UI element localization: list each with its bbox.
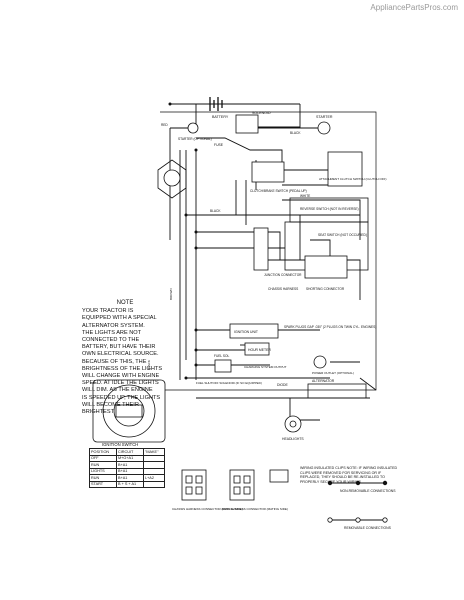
label-black-mid: BLACK (210, 209, 221, 213)
label-battery: BATTERY (212, 115, 229, 119)
label-non-removable: NON-REMOVABLE CONNECTIONS (340, 489, 396, 493)
label-seat-switch: SEAT SWITCH (NOT OCCUPIED) (318, 233, 367, 237)
label-solenoid: SOLENOID (252, 111, 271, 115)
label-starter-opt: STARTER (OPTIONAL) (178, 137, 212, 141)
label-removable: REMOVABLE CONNECTIONS (344, 526, 392, 530)
label-clutch-brake: CLUTCH/BRAKE SWITCH (PEDAL UP) (250, 189, 307, 193)
label-shorting-connector: SHORTING CONNECTOR (306, 287, 345, 291)
label-junction-connector: JUNCTION CONNECTOR (264, 273, 302, 277)
alternator-note: NOTE YOUR TRACTOR IS EQUIPPED WITH A SPE… (82, 300, 168, 416)
note-body: YOUR TRACTOR IS EQUIPPED WITH A SPECIAL … (82, 308, 163, 416)
label-attachment-clutch: ATTACHMENT CLUTCH SWITCH (CLUTCH OFF) (319, 177, 387, 181)
note-title: NOTE (116, 300, 134, 306)
label-fuel-sol: FUEL SOL (214, 354, 230, 358)
table-row: START B + S + A1 (89, 480, 166, 488)
label-white: WHITE (300, 194, 310, 198)
label-black-side: BLACK (147, 360, 151, 370)
label-brown: BROWN (169, 289, 173, 301)
label-headlights: HEADLIGHTS (282, 437, 304, 441)
label-fuse: FUSE (214, 143, 224, 147)
label-ignition-switch: IGNITION SWITCH (102, 442, 138, 447)
label-spark-plugs: SPARK PLUGS GAP .030" (2 PLUGS ON TWIN C… (284, 325, 376, 329)
table-cell (142, 480, 166, 488)
label-charging-system: CHARGING SYSTEM OUTPUT (244, 365, 287, 369)
table-cell: B + S + A1 (115, 480, 144, 488)
label-diode: DIODE (277, 383, 288, 387)
watermark: AppliancePartsPros.com (370, 3, 458, 12)
ignition-switch-table: POSITION CIRCUIT "MAKE" OFF M+G+A1 RUN B… (89, 448, 166, 488)
label-dash-harness-connector: DASH HARNESS CONNECTOR (MATING SIDE) (222, 507, 288, 511)
label-chassis-harness: CHASSIS HARNESS (268, 287, 298, 291)
label-black-top: BLACK (290, 131, 301, 135)
label-ignition-unit: IGNITION UNIT (234, 330, 258, 334)
table-cell: START (89, 480, 117, 488)
label-alternator: ALTERNATOR (312, 379, 335, 383)
label-fuel-solenoid: FUEL SHUTOFF SOLENOID (IF SO EQUIPPED) (196, 381, 262, 385)
label-power-outlet: POWER OUTLET (OPTIONAL) (312, 371, 354, 375)
wiring-clips-note: WIRING INSULATED CLIPS NOTE: IF WIRING I… (300, 466, 398, 484)
label-hour-meter: HOUR METER (248, 348, 271, 352)
label-reverse-switch: REVERSE SWITCH (NOT IN REVERSE) (300, 207, 359, 211)
label-chassis-harness-connector: CHASSIS HARNESS CONNECTOR (MATING SIDE) (172, 507, 243, 511)
label-starter: STARTER (316, 115, 333, 119)
label-red: RED (161, 123, 168, 127)
